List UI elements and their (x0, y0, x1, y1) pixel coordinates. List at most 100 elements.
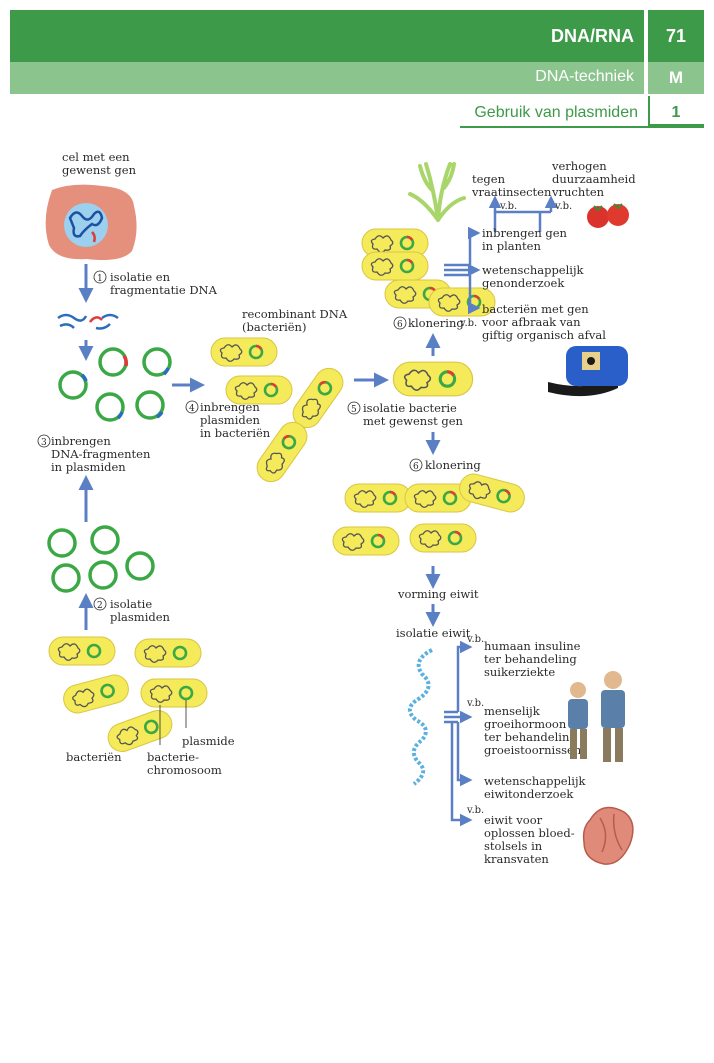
step5-circle (347, 401, 361, 415)
step3-circle (37, 434, 51, 448)
header-index-box (648, 96, 704, 126)
header-bar-main (10, 10, 644, 62)
label-bloed-3: stolsels in (484, 839, 543, 853)
label-klonering-mid: klonering (425, 458, 481, 472)
label-plasmide: plasmide (182, 734, 235, 748)
header-subtitle: DNA-techniek (535, 68, 634, 85)
step3-num: 3 (41, 438, 47, 448)
step5-num: 5 (351, 405, 357, 415)
bacterium (47, 635, 117, 667)
label-vb-tegen: v.b. (499, 201, 517, 212)
header-title: DNA/RNA (551, 26, 634, 46)
label-step4-2: plasmiden (200, 413, 261, 427)
label-chromosoom-1: bacterie- (147, 750, 199, 764)
insert-1 (122, 355, 129, 367)
label-insuline-3: suikerziekte (484, 665, 555, 679)
bacterium-clone (343, 482, 413, 514)
dna-fragment-4 (101, 313, 119, 320)
bacterium-recombinant (209, 336, 279, 368)
label-eiwitonderzoek-2: eiwitonderzoek (484, 787, 574, 801)
dna-fragment-1 (57, 313, 88, 322)
people-illustration (568, 671, 625, 762)
label-vb-groei: v.b. (466, 698, 484, 709)
branch-arrows-bottom (444, 640, 473, 827)
label-groei-3: ter behandeling (484, 730, 577, 744)
label-eiwitonderzoek-1: wetenschappelijk (484, 774, 587, 788)
bacterium-clone (360, 250, 430, 282)
label-step2-2: plasmiden (110, 610, 171, 624)
label-verhogen-3: vruchten (551, 185, 605, 199)
label-step5-1: isolatie bacterie (363, 401, 457, 415)
skull-icon (587, 357, 595, 365)
header-number: 71 (665, 26, 687, 46)
header-letter: M (668, 68, 684, 87)
label-bloed-2: oplossen bloed- (484, 826, 575, 840)
protein-chain (408, 648, 433, 786)
label-step1-2: fragmentatie DNA (110, 283, 218, 297)
step1-num: 1 (97, 274, 103, 284)
label-chromosoom-2: chromosoom (147, 763, 222, 777)
bacterium (59, 670, 133, 718)
bacterium (133, 637, 203, 669)
step6-num-mid: 6 (413, 462, 419, 472)
label-afbraak-3: giftig organisch afval (482, 328, 606, 342)
cell-gene (91, 231, 96, 243)
dna-fragment-5 (95, 323, 111, 330)
label-step1-1: isolatie en (110, 270, 171, 284)
header-index: 1 (671, 104, 681, 121)
header-bar-sub (10, 62, 644, 94)
bacterium-clone (455, 469, 529, 517)
header-underline (460, 126, 704, 128)
label-afbraak-2: voor afbraak van (481, 315, 581, 329)
label-groei-4: groeistoornissen (484, 743, 582, 757)
label-step4-1: inbrengen (200, 400, 260, 414)
step2-num: 2 (97, 601, 103, 611)
step6-num-top: 6 (397, 320, 403, 330)
label-genonderzoek-2: genonderzoek (482, 276, 565, 290)
step4-circle (185, 400, 199, 414)
label-cel-1: cel met een (62, 150, 130, 164)
label-verhogen-1: verhogen (551, 159, 607, 173)
cell-nucleus (64, 203, 108, 247)
tomato (607, 204, 629, 226)
label-klonering-top: klonering (408, 316, 464, 330)
header-letter-box (648, 62, 704, 94)
label-step5-2: met gewenst gen (363, 414, 464, 428)
label-isolatie-eiwit: isolatie eiwit (396, 626, 471, 640)
label-vorming: vorming eiwit (397, 587, 479, 601)
step1-circle (93, 270, 107, 284)
label-recombinant-2: (bacteriën) (242, 320, 306, 334)
label-vb-bloed: v.b. (466, 805, 484, 816)
heart-illustration (582, 806, 634, 865)
bacterium (139, 677, 209, 709)
step2-circle (93, 597, 107, 611)
bacterium-clone (408, 522, 478, 554)
label-genonderzoek-1: wetenschappelijk (482, 263, 585, 277)
label-step3-1: inbrengen (51, 434, 111, 448)
label-step3-2: DNA-fragmenten (51, 447, 151, 461)
label-tegen-2: vraatinsecten (471, 185, 552, 199)
label-insuline-1: humaan insuline (484, 639, 581, 653)
label-step4-3: in bacteriën (200, 426, 271, 440)
label-vb-insuline: v.b. (466, 634, 484, 645)
barrel-spill (548, 378, 618, 397)
cell-dna (68, 210, 104, 238)
plant-illustration (408, 162, 466, 222)
label-cel-2: gewenst gen (62, 163, 137, 177)
insert-3 (116, 411, 124, 420)
label-groei-1: menselijk (484, 704, 541, 718)
label-groei-2: groeihormoon (484, 717, 567, 731)
header-number-box (648, 10, 704, 62)
branch-arrows-top (444, 195, 558, 315)
label-planten-1: inbrengen gen (482, 226, 568, 240)
label-vb-verhogen: v.b. (554, 201, 572, 212)
insert-5 (80, 373, 88, 382)
bacterium (102, 705, 178, 757)
dna-fragment-2 (59, 323, 75, 329)
tomato-stem (593, 203, 623, 212)
label-tegen-1: tegen (472, 172, 506, 186)
label-step3-3: in plasmiden (51, 460, 126, 474)
plasmid-group-isolated (47, 525, 155, 593)
label-afbraak-1: bacteriën met gen (482, 302, 589, 316)
